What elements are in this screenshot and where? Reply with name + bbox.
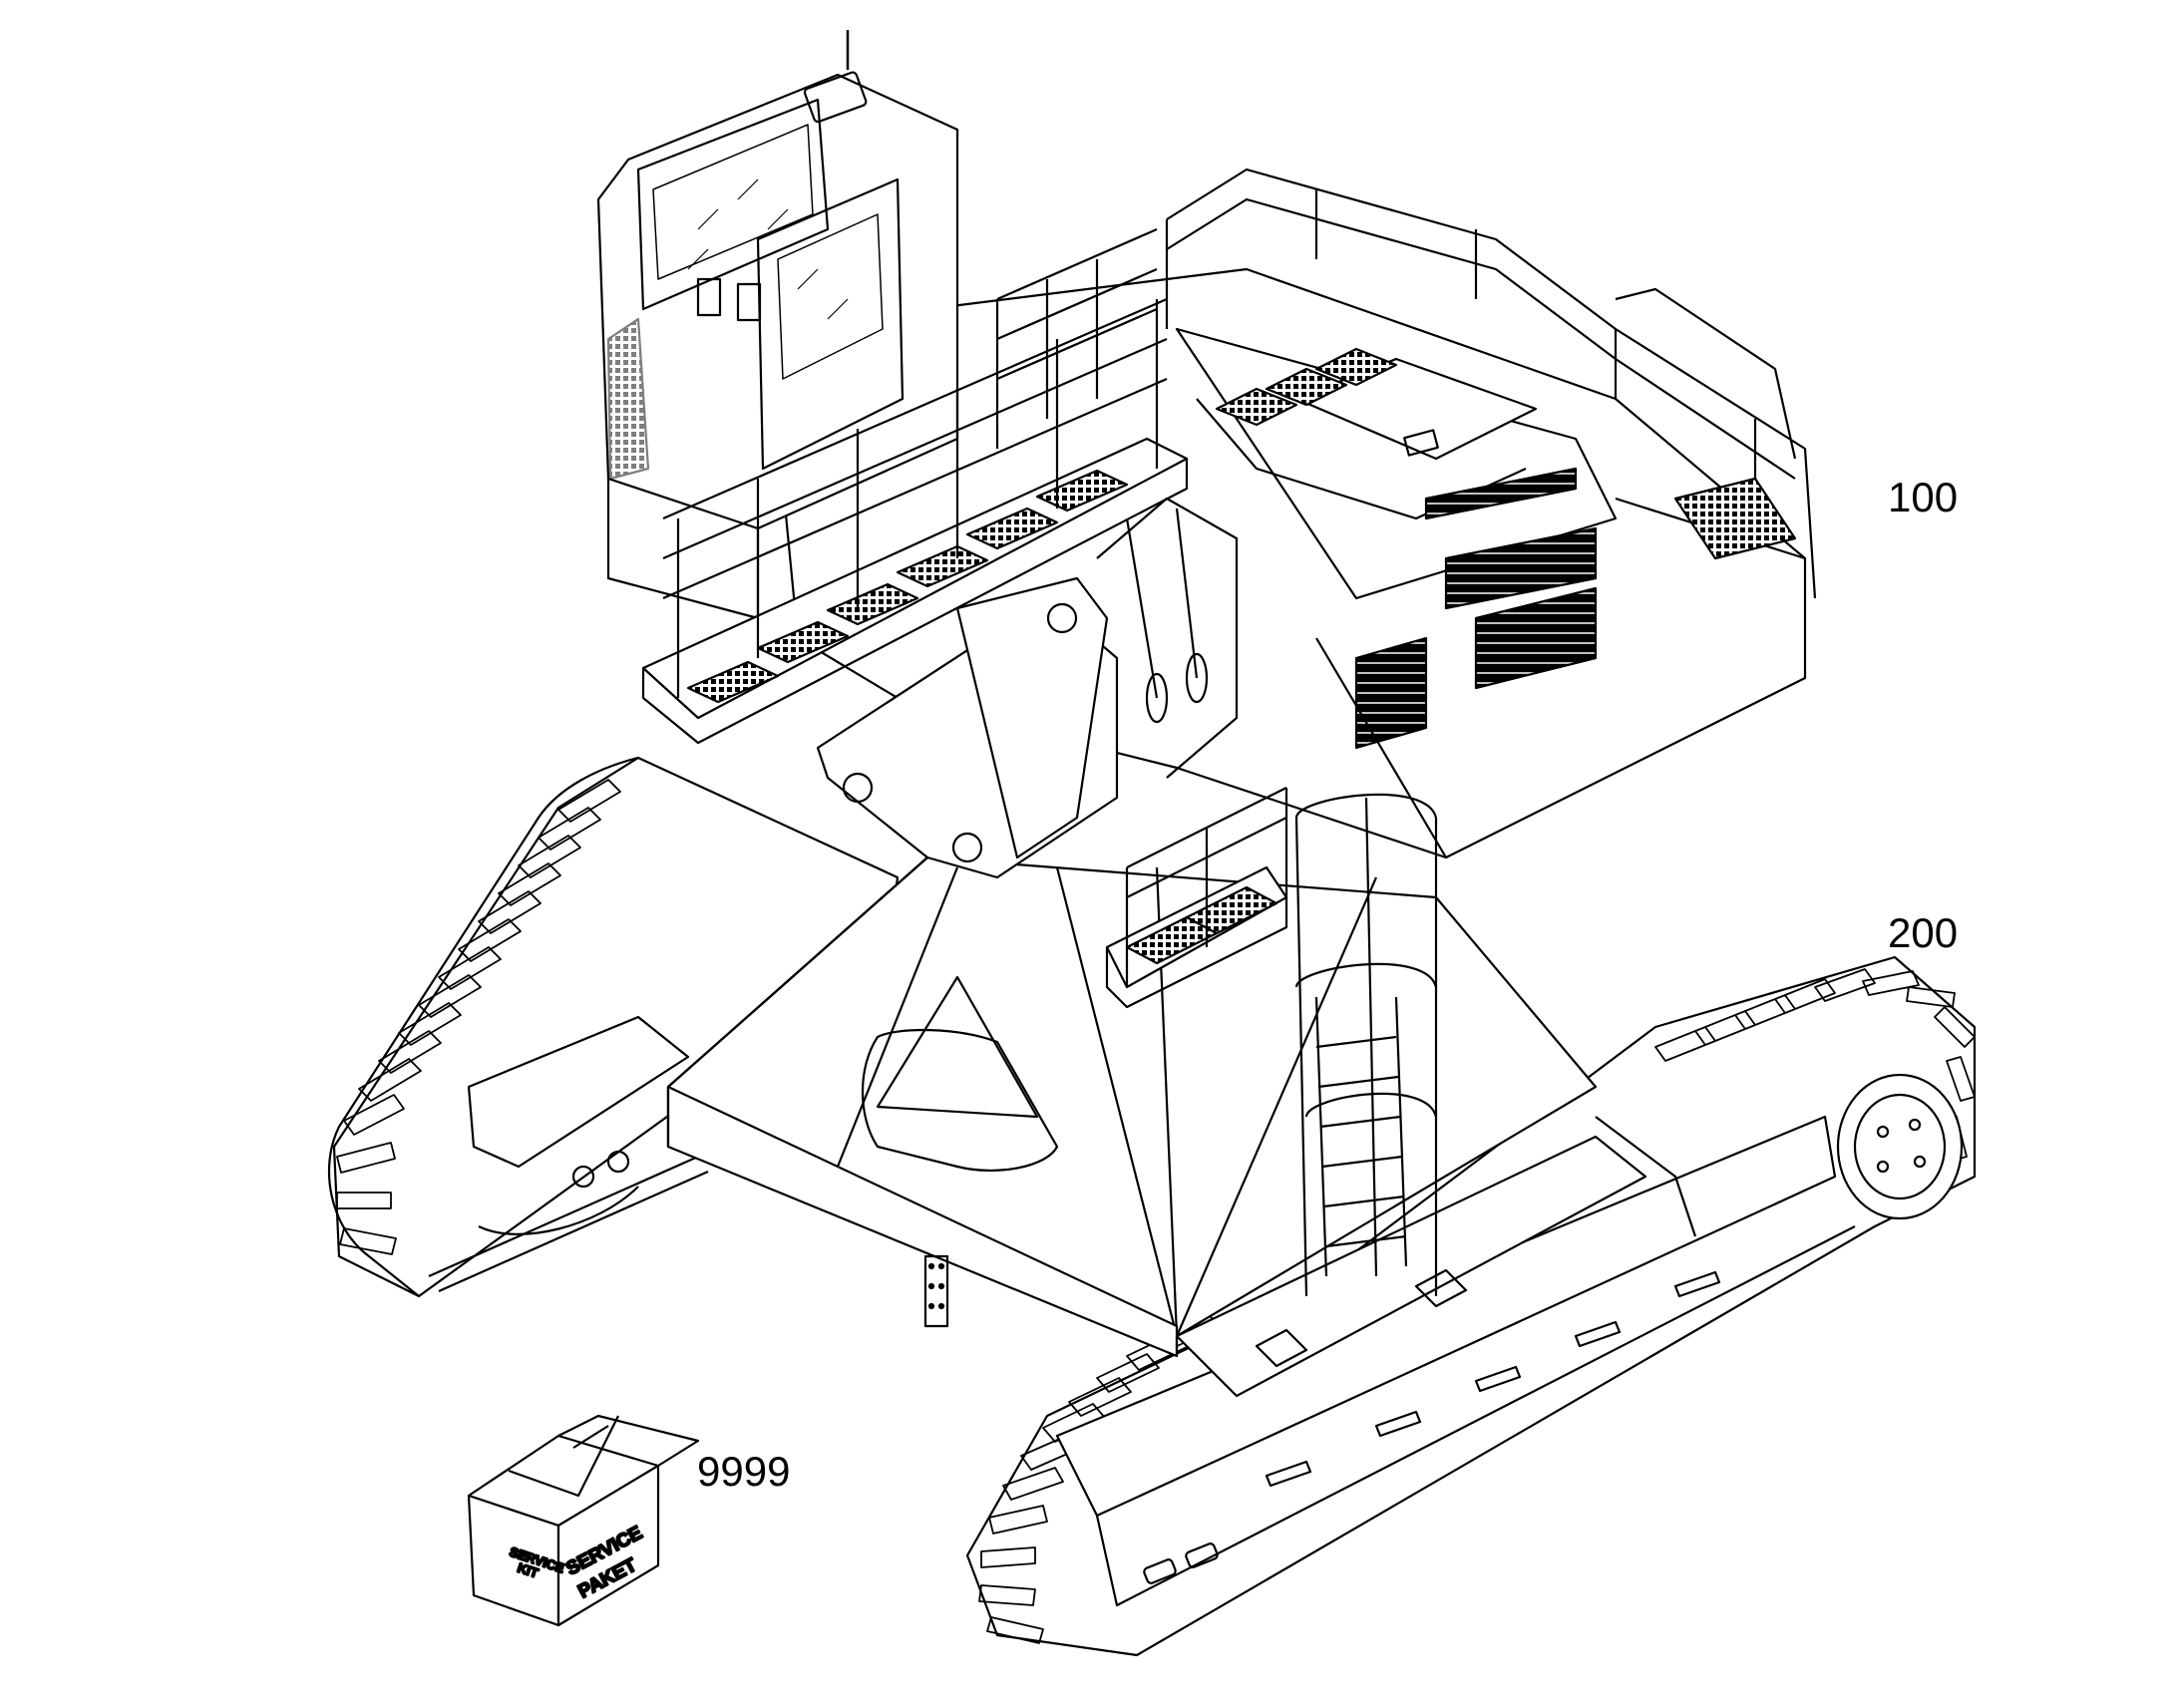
right-crawler-track: [965, 955, 1977, 1657]
callout-service-kit[interactable]: 9999: [697, 1448, 791, 1495]
rear-walkway: [1165, 168, 1817, 599]
right-track-shoes-rear: [1654, 968, 1976, 1162]
left-walkway: [641, 227, 1189, 745]
operator-cab: [596, 30, 959, 620]
superstructure: [596, 30, 1817, 1297]
callout-undercarriage[interactable]: 200: [1888, 909, 1959, 956]
undercarriage: [327, 756, 1977, 1657]
access-ladder: [1105, 787, 1438, 1297]
boom-foot: [816, 497, 1239, 879]
callout-superstructure[interactable]: 100: [1888, 474, 1959, 520]
left-track-shoes: [336, 779, 621, 1255]
service-kit-box: SERVICE KIT SERVICE PAKET: [467, 1414, 700, 1627]
carbody: [666, 855, 1697, 1398]
left-crawler-track: [327, 756, 900, 1298]
